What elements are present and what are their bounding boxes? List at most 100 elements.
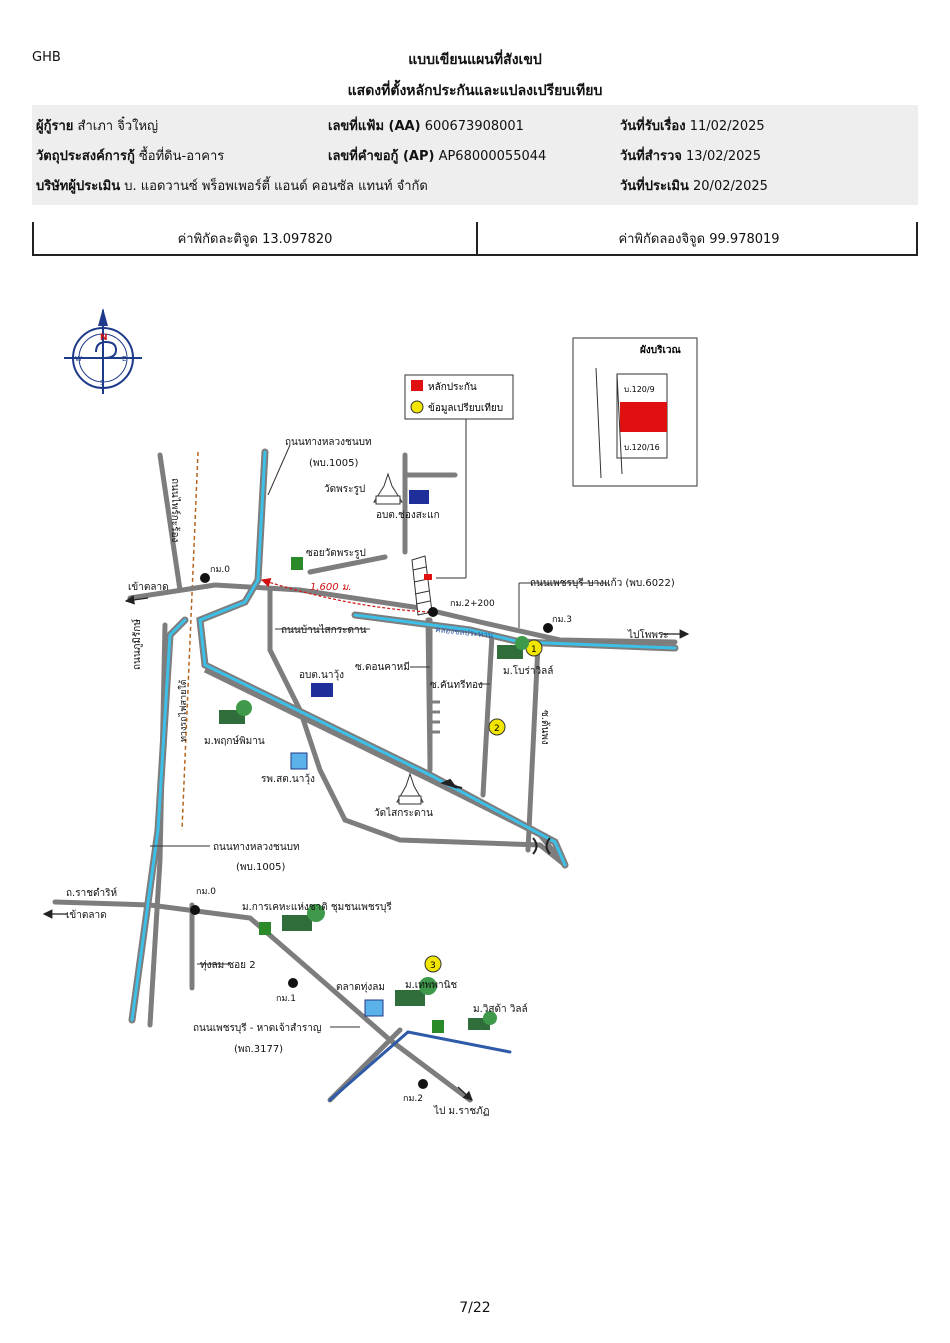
temple-icon (373, 472, 403, 505)
label-to-pho-phra: ไปโพพระ (627, 628, 669, 641)
label-obt-nong-sakae: อบต.ช่องสะแก (376, 510, 440, 521)
distance-label: 1,600 ม. (310, 582, 352, 593)
landmark-icons (219, 472, 529, 1033)
label-km2-200: กม.2+200 (450, 599, 495, 609)
label-road-phrai-rong: ถนนไพร์กะร้อง (169, 478, 181, 543)
collateral-site (411, 555, 433, 616)
legend-comparison-swatch (410, 400, 424, 414)
purpose-value: ซื้อที่ดิน-อาคาร (138, 149, 225, 164)
request-no-value: AP68000055044 (438, 149, 547, 164)
seven-eleven-icon-top (291, 557, 303, 570)
inset-title: ผังบริเวณ (640, 344, 681, 356)
borrower-label: ผู้กู้ราย (36, 119, 74, 134)
label-km2: กม.2 (403, 1094, 423, 1104)
label-road-phetchaburi-hat-chao: ถนนเพชรบุรี - หาดเจ้าสำราญ (193, 1022, 321, 1034)
distance-arrow (260, 577, 431, 613)
label-road-phetchaburi-hat-chao-code: (พถ.3177) (234, 1044, 283, 1055)
label-village-thep-phanich: ม.เทพพานิช (405, 980, 457, 991)
file-no-value: 600673908001 (424, 119, 524, 134)
label-village-visa-villa: ม.วิสด้า วิลล์ (473, 1003, 528, 1015)
received-date-value: 11/02/2025 (689, 119, 765, 134)
location-map: N S E W หลักประกัน ข้อมูลเปรียบเทียบ ผัง… (42, 308, 698, 1117)
coordinate-divider (476, 222, 478, 254)
marker-3: 3 (430, 961, 436, 971)
file-no-field: เลขที่แฟ้ม (AA) 600673908001 (328, 115, 524, 136)
label-railway: ทางรถไฟสายใต้ (178, 679, 189, 742)
appraisal-date-value: 20/02/2025 (693, 179, 768, 194)
arrow-to-rajabhat (457, 1086, 473, 1101)
seven-eleven-icon-thep (432, 1020, 444, 1033)
legend-comparison: ข้อมูลเปรียบเทียบ (428, 402, 503, 414)
file-no-label: เลขที่แฟ้ม (AA) (328, 119, 421, 134)
seven-eleven-icon-bottom (259, 922, 271, 935)
survey-date-value: 13/02/2025 (686, 149, 761, 164)
temple-icon-sai-kradan (396, 772, 424, 805)
compass-south: S (100, 379, 105, 387)
request-no-field: เลขที่คำขอกู้ (AP) AP68000055044 (328, 145, 546, 166)
appraisal-date-label: วันที่ประเมิน (620, 179, 689, 194)
label-to-market-top: เข้าตลาด (128, 581, 169, 593)
survey-date-label: วันที่สำรวจ (620, 149, 682, 164)
map-legend: หลักประกัน ข้อมูลเปรียบเทียบ (404, 374, 514, 579)
label-road-phumirak: ถนนภูมิรักษ์ (131, 619, 143, 670)
hospital-icon (290, 752, 308, 770)
request-no-label: เลขที่คำขอกู้ (AP) (328, 149, 435, 164)
obt-nong-sakae-building-icon (409, 490, 429, 504)
page-title: แบบเขียนแผนที่สังเขป (408, 52, 542, 68)
label-to-rajabhat: ไป ม.ราชภัฏ (433, 1105, 489, 1117)
label-km0-bottom: กม.0 (196, 887, 216, 897)
appraiser-value: บ. แอดวานซ์ พร็อพเพอร์ตี้ แอนด์ คอนซัล แ… (124, 179, 428, 194)
label-highway-top: ถนนทางหลวงชนบท (285, 437, 372, 448)
received-date-label: วันที่รับเรื่อง (620, 119, 686, 134)
label-wat-sai-kradan: วัดไสกระดาน (374, 807, 433, 819)
received-date-field: วันที่รับเรื่อง 11/02/2025 (620, 115, 765, 136)
label-soi-don-kha-mi: ซ.ดอนคาหมี (355, 661, 410, 673)
survey-date-field: วันที่สำรวจ 13/02/2025 (620, 145, 761, 166)
appraiser-label: บริษัทผู้ประเมิน (36, 179, 121, 194)
label-village-bora-villa: ม.โบร่าวิลล์ (503, 664, 553, 677)
coordinate-table: ค่าพิกัดละติจูด 13.097820 ค่าพิกัดลองจิจ… (32, 222, 918, 256)
label-soi-wat-phra-rup: ซอยวัดพระรูป (306, 548, 366, 559)
label-market-thung-lom: ตลาดทุ่งลม (336, 982, 385, 993)
market-icon (364, 999, 384, 1017)
label-road-ban-sai: ถนนบ้านไสกระดาน (281, 624, 367, 636)
railway-line (181, 451, 199, 831)
soi-ladder (428, 700, 440, 734)
junction-icons (440, 778, 551, 855)
latitude-cell: ค่าพิกัดละติจูด 13.097820 (177, 232, 333, 247)
page-subtitle: แสดงที่ตั้งหลักประกันและแปลงเปรียบเทียบ (347, 83, 603, 99)
inset-plot-top: บ.120/9 (624, 385, 655, 394)
label-wat-phra-rup: วัดพระรูป (324, 484, 365, 495)
borrower-field: ผู้กู้ราย สำเภา จิ๋วใหญ่ (36, 115, 158, 136)
label-road-ratchawithi: ถ.ราชดำริห์ (66, 887, 117, 899)
comparison-markers: 1 2 3 (424, 639, 543, 973)
compass-west: W (75, 355, 82, 363)
canals (128, 448, 679, 1102)
label-hospital-na-rung: รพ.สต.นาวุ้ง (261, 773, 315, 785)
label-highway-bottom-code: (พบ.1005) (236, 862, 285, 873)
compass-east: E (122, 355, 126, 363)
label-soi-ton-phong: ซ.ต้นพง (539, 710, 551, 745)
inset-collateral-plot (620, 402, 667, 432)
purpose-field: วัตถุประสงค์การกู้ ซื้อที่ดิน-อาคาร (36, 145, 224, 166)
label-soi-khan-tree-thong: ซ.คันทรีทอง (430, 679, 483, 691)
purpose-label: วัตถุประสงค์การกู้ (36, 149, 135, 164)
label-village-phruksa: ม.พฤกษ์พิมาน (204, 735, 265, 747)
arrow-to-market-top (124, 595, 149, 605)
village-tree-icons (219, 636, 529, 1030)
obt-na-rung-building-icon (311, 683, 333, 697)
leader-lines (150, 444, 608, 1028)
brand-label: GHB (32, 50, 61, 65)
legend-collateral: หลักประกัน (428, 382, 477, 393)
borrower-value: สำเภา จิ๋วใหญ่ (77, 119, 159, 134)
km-markers (190, 573, 553, 1089)
label-km3: กม.3 (552, 615, 572, 625)
legend-collateral-swatch (411, 380, 423, 391)
label-km1: กม.1 (276, 994, 296, 1004)
label-obt-na-rung: อบต.นาวุ้ง (299, 669, 344, 681)
label-soi-thung-lom-2: ทุ่งลม ซอย 2 (200, 960, 256, 971)
info-panel: ผู้กู้ราย สำเภา จิ๋วใหญ่ เลขที่แฟ้ม (AA)… (32, 105, 918, 205)
label-highway-top-code: (พบ.1005) (309, 458, 358, 469)
label-to-market-bottom: เข้าตลาด (66, 909, 107, 921)
label-highway-bottom: ถนนทางหลวงชนบท (213, 842, 300, 853)
